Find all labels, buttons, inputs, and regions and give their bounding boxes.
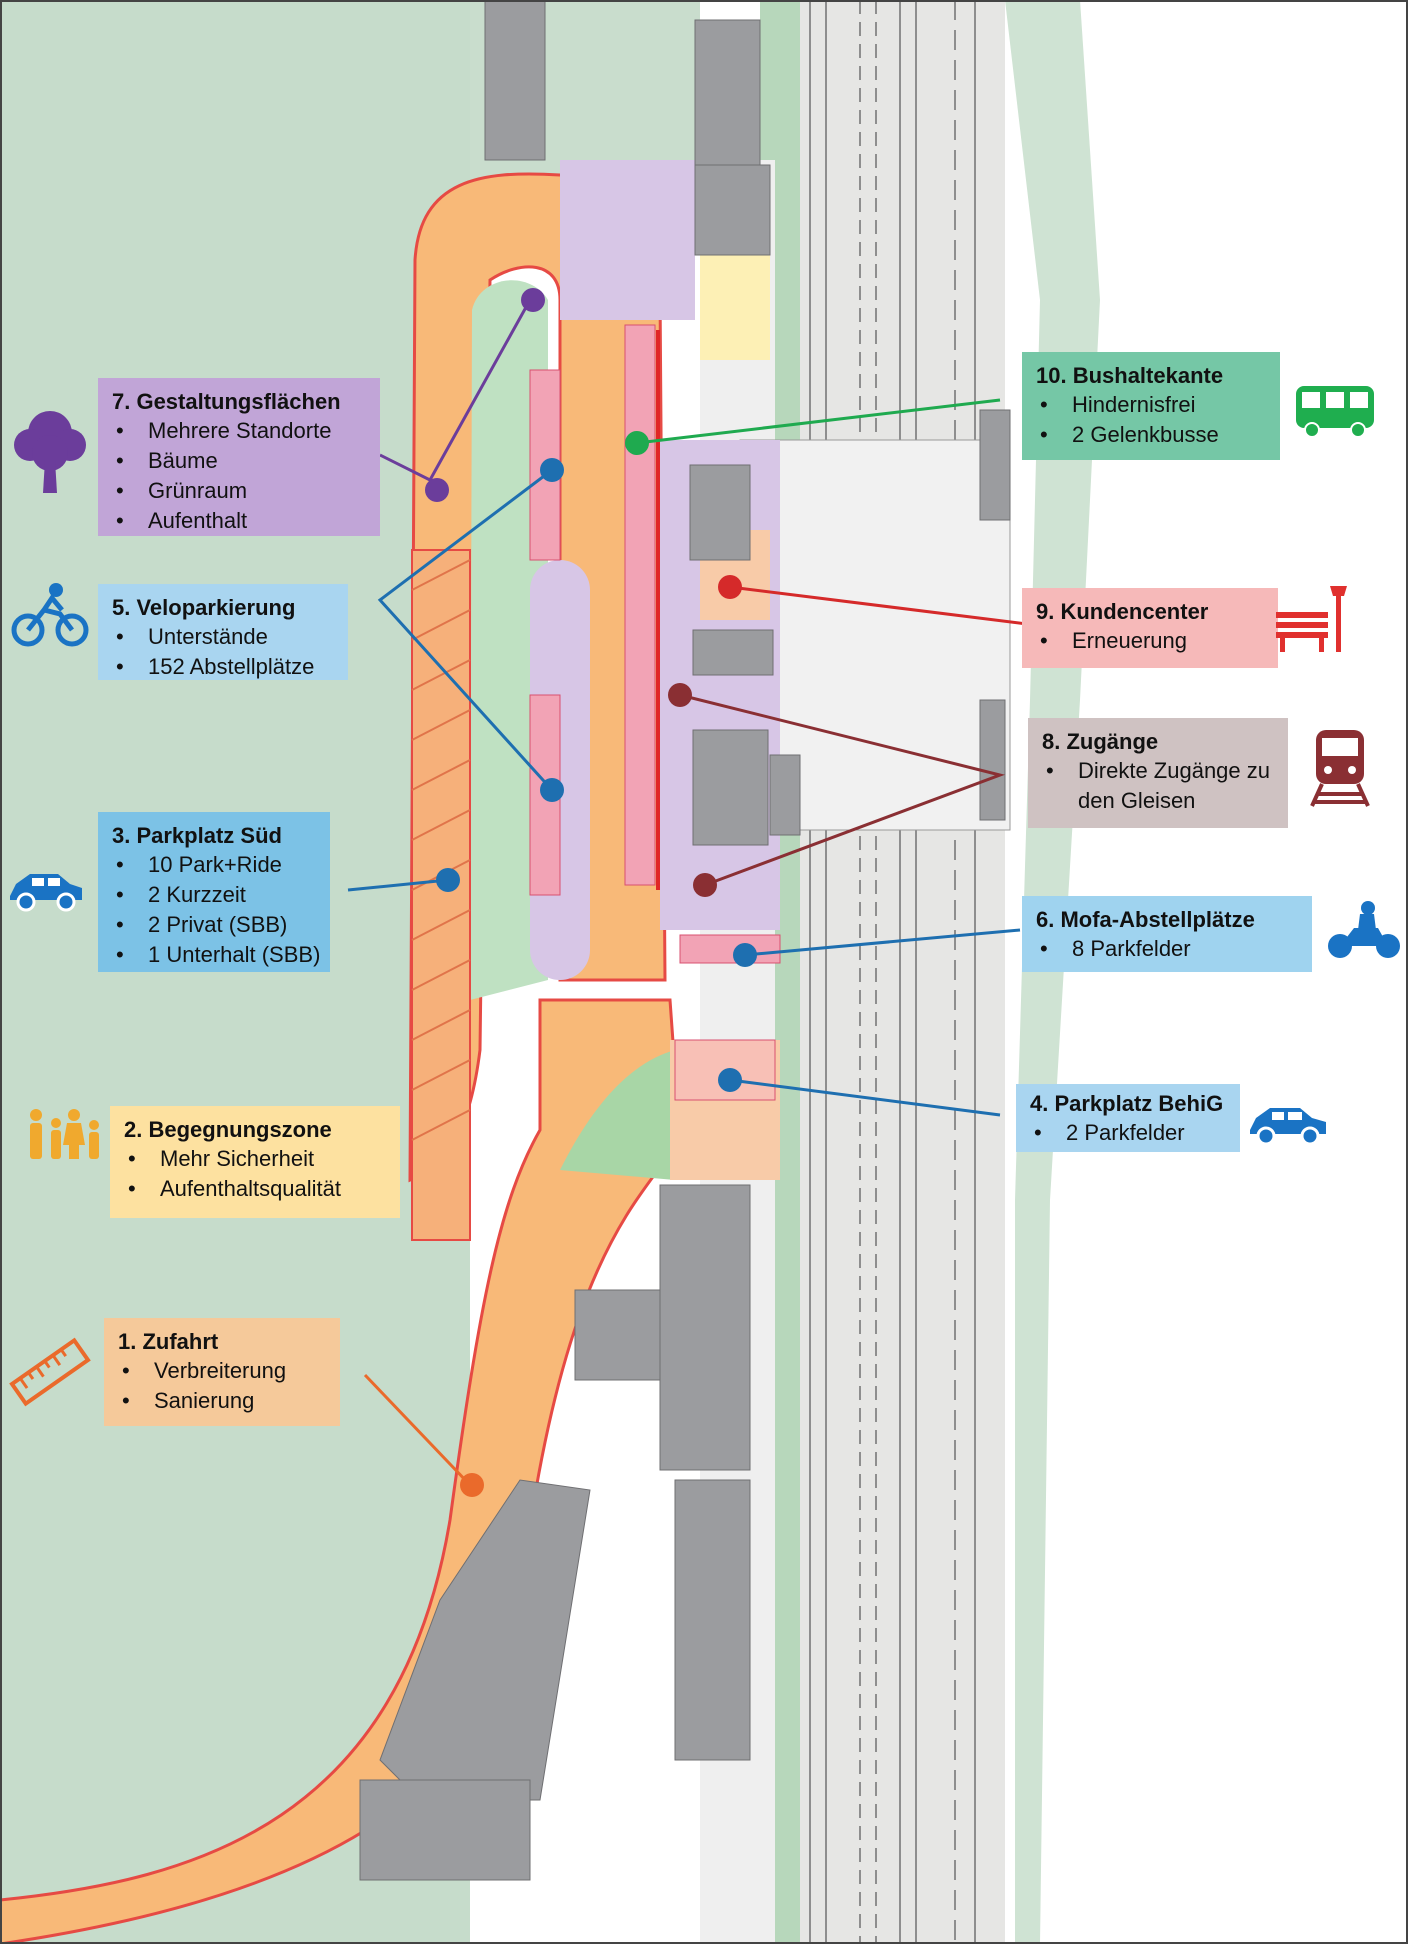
callout-item: 2 Kurzzeit [112, 880, 318, 910]
callout-parkplatz-sued: 3. Parkplatz Süd 10 Park+Ride 2 Kurzzeit… [98, 812, 330, 972]
callout-item: Unterstände [112, 622, 336, 652]
bicycle-icon [11, 583, 89, 647]
embankment-east [1005, 0, 1408, 1944]
callout-item: 2 Privat (SBB) [112, 910, 318, 940]
parking-strip-3 [624, 324, 656, 886]
callout-item: 2 Parkfelder [1030, 1118, 1228, 1148]
callout-item: 8 Parkfelder [1036, 934, 1300, 964]
car-icon [1250, 1108, 1326, 1146]
callout-item: 1 Unterhalt (SBB) [112, 940, 320, 970]
callout-item: Grünraum [112, 476, 368, 506]
callout-item: Sanierung [118, 1386, 328, 1416]
callout-veloparkierung: 5. Veloparkierung Unterstände 152 Abstel… [98, 584, 348, 682]
ruler-icon [9, 1337, 91, 1407]
callout-mofa-abstellplaetze: 6. Mofa-Abstellplätze 8 Parkfelder [1022, 896, 1312, 972]
moped-icon [1328, 901, 1400, 958]
callout-title: 2. Begegnungszone [124, 1117, 332, 1142]
buildings [359, 0, 1011, 1881]
central-island [470, 280, 548, 1001]
train-icon [1310, 730, 1370, 807]
hatch-lines [411, 559, 471, 1141]
field-west [0, 0, 470, 1944]
yellow-area [700, 250, 770, 360]
railway-corridor [775, 0, 1005, 1944]
callout-title: 10. Bushaltekante [1036, 363, 1224, 388]
callout-item: Aufenthaltsqualität [124, 1174, 388, 1204]
callout-item: Bäume [112, 446, 368, 476]
callout-item: Hindernisfrei [1036, 390, 1268, 420]
callout-bushaltekante: 10. Bushaltekante Hindernisfrei 2 Gelenk… [1022, 352, 1280, 460]
callout-zufahrt: 1. Zufahrt Verbreiterung Sanierung [104, 1318, 340, 1426]
purple-area-top [560, 160, 695, 320]
callout-kundencenter: 9. Kundencenter Erneuerung [1022, 588, 1278, 668]
callout-title: 3. Parkplatz Süd [112, 823, 282, 848]
location-markers [425, 288, 757, 1497]
callout-title: 6. Mofa-Abstellplätze [1036, 907, 1255, 932]
family-icon [30, 1109, 99, 1159]
callout-item: Aufenthalt [112, 506, 368, 536]
callout-title: 5. Veloparkierung [112, 595, 296, 620]
callout-item: 10 Park+Ride [112, 850, 318, 880]
callout-item: 2 Gelenkbusse [1036, 420, 1268, 450]
callout-item: Erneuerung [1036, 626, 1266, 656]
callout-gestaltungsflaechen: 7. Gestaltungsflächen Mehrere Standorte … [98, 378, 380, 536]
callout-zugaenge: 8. Zugänge Direkte Zugänge zu den Gleise… [1028, 718, 1288, 828]
bus-icon [1296, 386, 1374, 438]
callout-title: 8. Zugänge [1042, 729, 1159, 754]
callout-title: 1. Zufahrt [118, 1329, 219, 1354]
callout-item: 152 Abstellplätze [112, 652, 336, 682]
callout-title: 4. Parkplatz BehiG [1030, 1091, 1224, 1116]
car-icon [10, 874, 82, 912]
callout-begegnungszone: 2. Begegnungszone Mehr Sicherheit Aufent… [110, 1106, 400, 1218]
bench-lamp-icon [1276, 586, 1347, 652]
callout-title: 7. Gestaltungsflächen [112, 389, 341, 414]
callout-item: Mehrere Standorte [112, 416, 368, 446]
callout-item: Mehr Sicherheit [124, 1144, 388, 1174]
callout-item: Direkte Zugänge zu den Gleisen [1042, 756, 1288, 816]
moped-parking [679, 934, 781, 964]
callout-title: 9. Kundencenter [1036, 599, 1209, 624]
tree-icon [14, 411, 86, 493]
railway-tracks [809, 0, 976, 1944]
leader-lines [347, 299, 1036, 1487]
green-wedge-lower [560, 1050, 675, 1180]
callout-parkplatz-behig: 4. Parkplatz BehiG 2 Parkfelder [1016, 1084, 1240, 1152]
embankment-green [1005, 0, 1100, 1944]
callout-item: Verbreiterung [118, 1356, 328, 1386]
